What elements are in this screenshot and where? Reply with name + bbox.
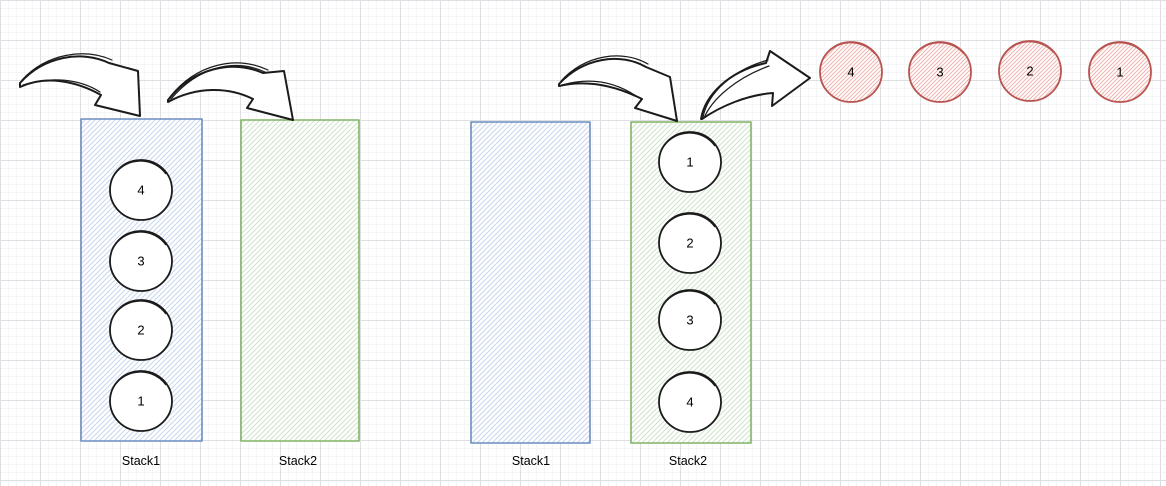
arrow-push-into-right-stack2[interactable] — [558, 55, 678, 122]
left-stack1-item-1-value: 4 — [137, 183, 144, 198]
output-item-4[interactable]: 1 — [1088, 41, 1152, 103]
right-stack2-item-1-value: 1 — [686, 155, 693, 170]
left-stack2-label: Stack2 — [279, 454, 317, 468]
right-stack2-item-3-value: 3 — [686, 313, 693, 328]
right-stack2-item-4[interactable]: 4 — [658, 371, 722, 433]
right-stack2-item-2-value: 2 — [686, 236, 693, 251]
right-stack2-item-1[interactable]: 1 — [658, 131, 722, 193]
arrow-push-into-left-stack1[interactable] — [19, 53, 141, 117]
right-stack1-label: Stack1 — [512, 454, 550, 468]
left-stack1-item-2[interactable]: 3 — [109, 230, 173, 292]
right-stack2-item-3[interactable]: 3 — [658, 289, 722, 351]
right-stack2-label: Stack2 — [669, 454, 707, 468]
output-item-4-value: 1 — [1116, 65, 1123, 80]
right-stack2-item-4-value: 4 — [686, 395, 693, 410]
arrow-move-left-stack1-to-stack2[interactable] — [167, 62, 294, 121]
output-item-2[interactable]: 3 — [908, 41, 972, 103]
left-stack2-box[interactable] — [240, 119, 360, 442]
left-stack1-item-1[interactable]: 4 — [109, 159, 173, 221]
right-stack2-item-2[interactable]: 2 — [658, 212, 722, 274]
output-item-3[interactable]: 2 — [998, 40, 1062, 102]
left-stack1-item-4[interactable]: 1 — [109, 370, 173, 432]
output-item-1[interactable]: 4 — [819, 41, 883, 103]
right-stack1-box[interactable] — [470, 121, 591, 444]
left-stack1-label: Stack1 — [122, 454, 160, 468]
left-stack1-item-3-value: 2 — [137, 323, 144, 338]
left-stack1-item-4-value: 1 — [137, 394, 144, 409]
output-item-1-value: 4 — [847, 65, 854, 80]
left-stack1-item-3[interactable]: 2 — [109, 299, 173, 361]
output-item-3-value: 2 — [1026, 64, 1033, 79]
left-stack1-item-2-value: 3 — [137, 254, 144, 269]
arrow-pop-to-output[interactable] — [700, 50, 811, 120]
output-item-2-value: 3 — [936, 65, 943, 80]
